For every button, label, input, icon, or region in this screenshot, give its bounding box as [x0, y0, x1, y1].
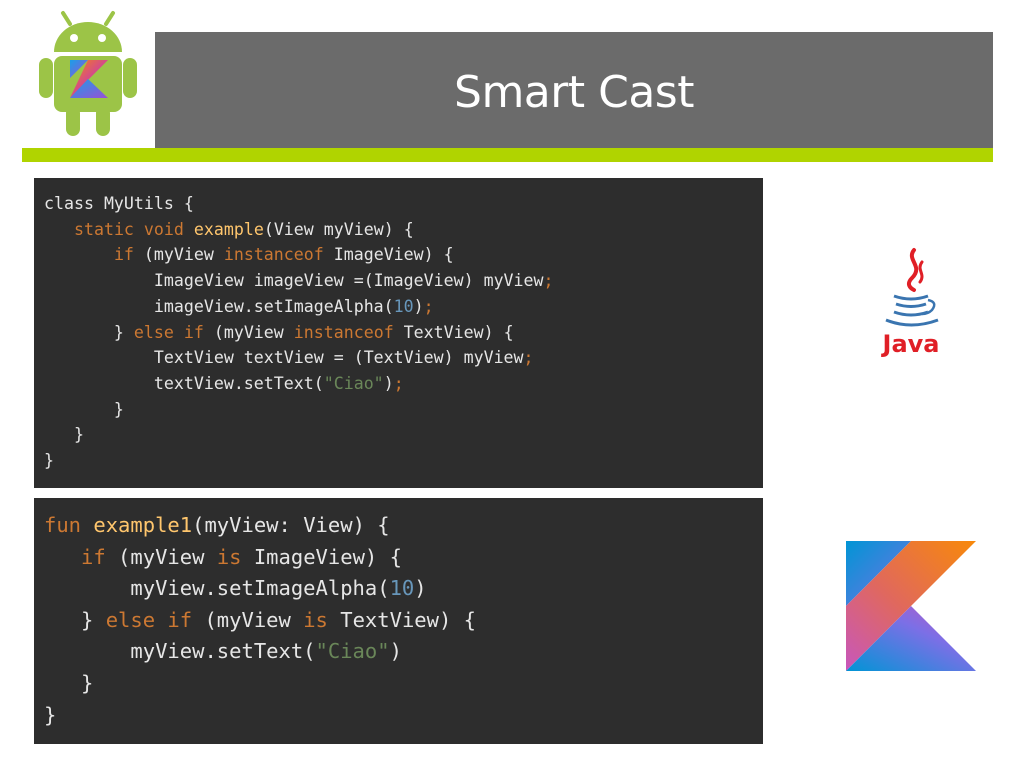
code-token: instanceof — [223, 245, 324, 265]
code-token — [44, 545, 81, 569]
code-token: is — [303, 607, 328, 632]
code-token: static void — [73, 219, 184, 239]
code-token: } — [44, 670, 94, 695]
code-token: (myView — [105, 544, 217, 569]
code-line: fun example1(myView: View) { — [44, 510, 763, 542]
code-token: ImageView) { — [323, 245, 454, 265]
code-token: "Ciao" — [315, 639, 390, 664]
code-token: TextView) { — [327, 607, 477, 632]
code-token — [44, 245, 114, 264]
code-token: example1 — [93, 513, 193, 537]
android-kotlin-logo-icon — [39, 11, 137, 136]
java-cup-icon: Java — [881, 248, 940, 358]
title-bar: Smart Cast — [155, 32, 993, 148]
code-token: ) — [389, 639, 402, 664]
code-line: } — [44, 422, 763, 448]
code-token: } — [44, 451, 54, 471]
code-token: ImageView imageView =(ImageView) myView — [44, 271, 544, 291]
code-line: } — [44, 668, 763, 700]
code-line: } else if (myView is TextView) { — [44, 605, 763, 637]
code-token: ) — [414, 576, 427, 601]
code-token: } — [44, 425, 84, 445]
code-token: } — [44, 322, 134, 342]
code-token: myView.setText( — [44, 639, 316, 664]
code-token: "Ciao" — [323, 373, 384, 393]
code-token: else if — [105, 607, 193, 632]
code-token — [81, 513, 93, 537]
code-line: if (myView instanceof ImageView) { — [44, 242, 763, 268]
code-token: TextView textView = (TextView) myView — [44, 348, 524, 368]
code-token: else if — [133, 322, 204, 342]
code-token: if — [113, 245, 134, 265]
code-token — [184, 220, 194, 239]
code-token: ; — [423, 296, 434, 316]
code-line: TextView textView = (TextView) myView; — [44, 345, 763, 371]
code-token: ; — [543, 271, 554, 291]
code-token: ImageView) { — [241, 544, 402, 569]
code-token: instanceof — [293, 322, 394, 342]
code-token: myView.setImageAlpha( — [44, 576, 390, 601]
code-token: } — [44, 702, 57, 727]
code-token: } — [44, 399, 124, 419]
code-line: myView.setText("Ciao") — [44, 636, 763, 668]
code-token: TextView) { — [393, 322, 514, 342]
code-token: textView.setText( — [44, 373, 324, 393]
code-token: (myView — [192, 607, 304, 632]
code-token: ) — [383, 373, 394, 393]
code-line: static void example(View myView) { — [44, 217, 763, 243]
code-line: myView.setImageAlpha(10) — [44, 573, 763, 605]
accent-divider — [22, 148, 993, 162]
code-token: fun — [44, 513, 82, 537]
code-token: (myView — [203, 322, 294, 342]
slide-title: Smart Cast — [454, 67, 694, 118]
code-line: if (myView is ImageView) { — [44, 542, 763, 574]
code-token: 10 — [393, 296, 414, 316]
code-token: imageView.setImageAlpha( — [44, 296, 394, 316]
code-token: if — [81, 544, 106, 569]
code-token: ) — [413, 296, 424, 316]
code-token: class MyUtils { — [44, 194, 194, 213]
code-token — [44, 220, 74, 239]
java-code-block: class MyUtils { static void example(View… — [34, 178, 763, 488]
code-token: ; — [523, 348, 534, 368]
code-token: is — [216, 544, 242, 569]
code-token: (myView: View) { — [192, 513, 390, 537]
code-line: } — [44, 700, 763, 732]
code-line: class MyUtils { — [44, 191, 763, 217]
java-logo: Java — [876, 246, 946, 358]
code-line: } — [44, 448, 763, 474]
code-token: 10 — [389, 576, 415, 601]
kotlin-logo-icon — [846, 541, 976, 671]
code-line: textView.setText("Ciao"); — [44, 371, 763, 397]
code-line: ImageView imageView =(ImageView) myView; — [44, 268, 763, 294]
code-line: } — [44, 397, 763, 423]
kotlin-code-block: fun example1(myView: View) { if (myView … — [34, 498, 763, 744]
code-token: ; — [393, 373, 404, 393]
java-wordmark: Java — [881, 330, 940, 358]
code-token: } — [44, 607, 106, 632]
code-token: (View myView) { — [263, 219, 414, 239]
code-line: } else if (myView instanceof TextView) { — [44, 320, 763, 346]
code-token: (myView — [133, 245, 224, 265]
code-token: example — [193, 219, 264, 239]
code-line: imageView.setImageAlpha(10); — [44, 294, 763, 320]
